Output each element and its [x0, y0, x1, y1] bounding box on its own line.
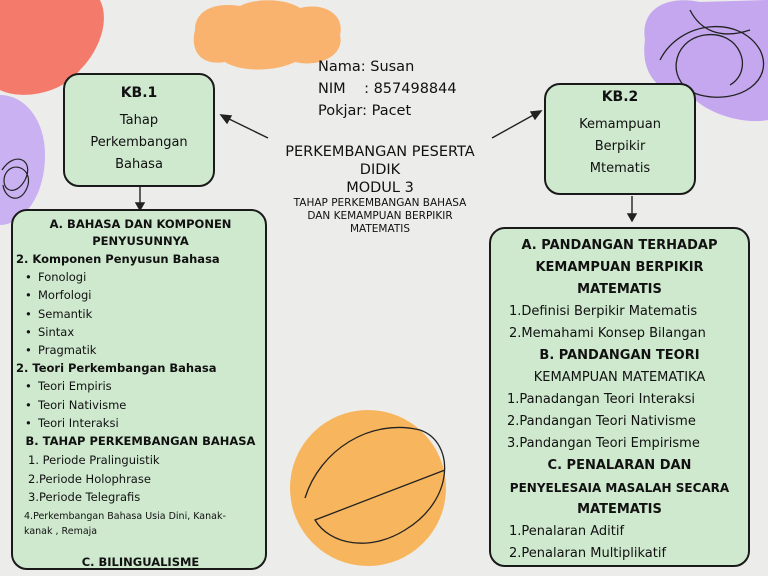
list-item: Semantik [16, 305, 265, 324]
right-c-title-1: C. PENALARAN DAN [547, 458, 692, 473]
kb2-line-3: Mtematis [589, 161, 651, 176]
subtitle-line-3: MATEMATIS [349, 223, 411, 235]
coral-blob [0, 0, 104, 95]
title-line-3: MODUL 3 [346, 180, 414, 196]
kb1-line-2: Perkembangan [90, 135, 188, 150]
kb1-box: KB.1 Tahap Perkembangan Bahasa [63, 73, 215, 187]
right-c-title-2: PENYELESAIA MASALAH SECARA [509, 481, 730, 495]
right-b-title-1: B. PANDANGAN TEORI [539, 348, 700, 363]
list-item: 1.Definisi Berpikir Matematis [509, 304, 698, 319]
list-item: Teori Nativisme [16, 396, 265, 415]
list-item: 3.Pandangan Teori Empirisme [507, 436, 700, 451]
title-line-2: DIDIK [359, 162, 401, 178]
kb2-line-2: Berpikir [594, 139, 646, 154]
scribble-right [659, 9, 765, 98]
left-tahap-list: 1. Periode Pralinguistik 2.Periode Holop… [16, 451, 265, 506]
left-teori-list: Teori Empiris Teori Nativisme Teori Inte… [16, 377, 265, 432]
left-tahap-4-line-1: 4.Perkembangan Bahasa Usia Dini, Kanak- [24, 511, 226, 523]
student-name: Nama: Susan [318, 59, 415, 75]
right-c-title-3: MATEMATIS [577, 502, 662, 517]
scribble-circle [304, 426, 446, 544]
scribble-left [1, 158, 30, 199]
arrows [134, 110, 638, 223]
left-a-title-2: PENYUSUNNYA [92, 234, 189, 248]
kb2-code: KB.2 [601, 89, 639, 105]
list-item: Teori Empiris [16, 377, 265, 396]
left-teori-title: 2. Teori Perkembangan Bahasa [16, 361, 217, 376]
list-item: 1.Penalaran Aditif [509, 524, 625, 539]
left-c-title: C. BILINGUALISME [81, 555, 200, 570]
list-item: Morfologi [16, 286, 265, 305]
student-nim: NIM : 857498844 [318, 81, 457, 97]
list-item: Pragmatik [16, 341, 265, 360]
list-item: 2.Pandangan Teori Nativisme [507, 414, 696, 429]
right-b-list: 1.Panadangan Teori Interaksi 2.Pandangan… [491, 389, 748, 455]
list-item: 3.Periode Telegrafis [28, 489, 141, 504]
subtitle-line-2: DAN KEMAMPUAN BERPIKIR [307, 210, 453, 222]
kb2-line-1: Kemampuan [579, 117, 661, 132]
list-item: Sintax [16, 323, 265, 342]
right-a-title-2: KEMAMPUAN BERPIKIR [535, 260, 704, 275]
list-item: Fonologi [16, 268, 265, 287]
kb2-box: KB.2 Kemampuan Berpikir Mtematis [544, 83, 696, 195]
list-item: Teori Interaksi [16, 414, 265, 433]
right-c-list: 1.Penalaran Aditif 2.Penalaran Multiplik… [491, 521, 748, 565]
subtitle-line-1: TAHAP PERKEMBANGAN BAHASA [293, 197, 467, 209]
kb1-code: KB.1 [120, 85, 158, 101]
center-title: PERKEMBANGAN PESERTA DIDIK MODUL 3 TAHAP… [260, 143, 500, 236]
student-info: Nama: Susan NIM : 857498844 Pokjar: Pace… [318, 56, 457, 122]
right-content-box: A. PANDANGAN TERHADAP KEMAMPUAN BERPIKIR… [489, 227, 750, 567]
left-komponen-list: Fonologi Morfologi Semantik Sintax Pragm… [16, 268, 265, 360]
right-a-title-1: A. PANDANGAN TERHADAP [521, 238, 718, 253]
student-pokjar: Pokjar: Pacet [318, 103, 412, 119]
list-item: 1. Periode Pralinguistik [28, 453, 160, 468]
left-tahap-4-line-2: kanak , Remaja [24, 526, 98, 538]
kb1-line-3: Bahasa [115, 157, 163, 172]
mustard-circle [290, 410, 446, 566]
title-line-1: PERKEMBANGAN PESERTA [285, 144, 475, 160]
list-item: 2.Penalaran Multiplikatif [509, 546, 667, 561]
left-komponen-title: 2. Komponen Penyusun Bahasa [16, 252, 220, 266]
left-content-box: A. BAHASA DAN KOMPONEN PENYUSUNNYA 2. Ko… [11, 209, 267, 570]
right-a-title-3: MATEMATIS [577, 282, 662, 297]
list-item: 2.Memahami Konsep Bilangan [509, 326, 706, 341]
left-b-title: B. TAHAP PERKEMBANGAN BAHASA [25, 434, 256, 449]
right-b-title-2: KEMAMPUAN MATEMATIKA [533, 370, 706, 385]
list-item: 1.Panadangan Teori Interaksi [507, 392, 696, 407]
left-a-title-1: A. BAHASA DAN KOMPONEN [49, 217, 232, 231]
right-a-list: 1.Definisi Berpikir Matematis 2.Memahami… [491, 301, 748, 345]
list-item: 2.Periode Holophrase [28, 471, 151, 486]
kb1-line-1: Tahap [119, 113, 159, 128]
orange-cloud [193, 0, 341, 70]
